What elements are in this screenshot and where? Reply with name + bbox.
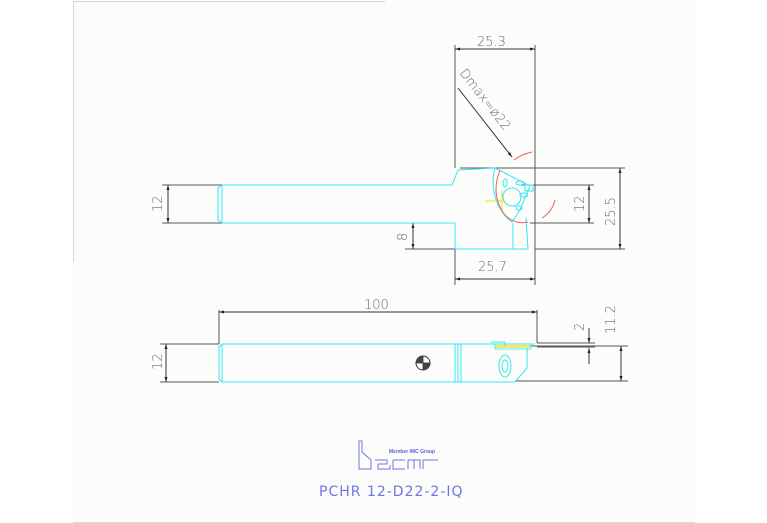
product-code: PCHR 12-D22-2-IQ	[319, 484, 464, 500]
brand-tagline: Member IMC Group	[389, 449, 435, 455]
dim-shank-height: 12	[151, 195, 166, 212]
dim-side-shank-height: 12	[151, 353, 166, 370]
plan-view: 25.3 25.7 12 8 12 25.5 Dmax=ø22	[151, 35, 625, 285]
dim-width-top: 25.3	[477, 35, 506, 50]
dim-total-height: 25.5	[604, 197, 619, 226]
side-view: 100 12 2 11.2	[151, 298, 628, 383]
dim-dmax: Dmax=ø22	[456, 66, 513, 133]
dim-offset: 8	[396, 233, 411, 241]
dim-step: 2	[573, 323, 588, 331]
dim-width-bottom: 25.7	[478, 260, 507, 275]
center-of-gravity-icon	[415, 355, 431, 371]
frame-border-top	[73, 1, 385, 2]
dim-insert-height: 12	[573, 195, 588, 212]
dim-head-height: 11.2	[604, 305, 619, 334]
dim-overall-length: 100	[364, 298, 389, 313]
frame-border-left	[73, 1, 74, 262]
drawing-sheet	[73, 0, 695, 523]
iscar-logo	[358, 440, 438, 470]
